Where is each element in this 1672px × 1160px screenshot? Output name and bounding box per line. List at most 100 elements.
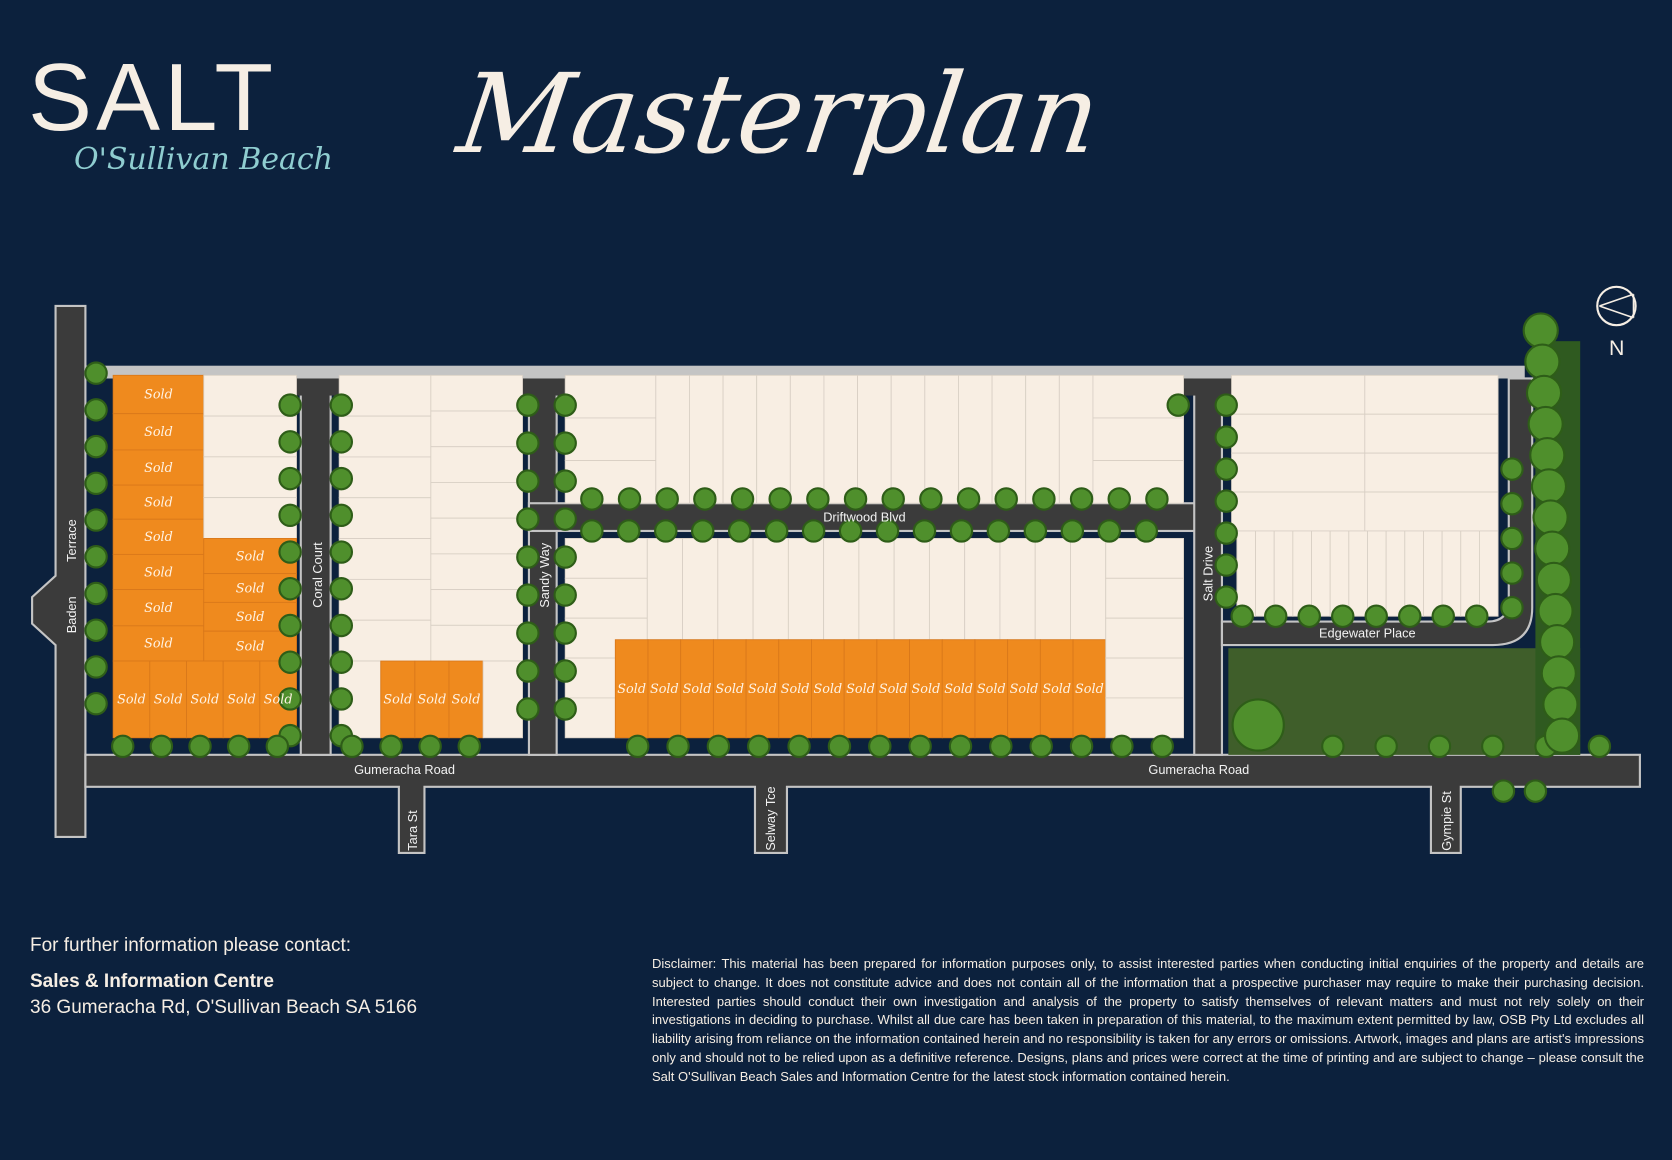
lot-sold[interactable] (112, 484, 205, 520)
lot-sold[interactable] (1039, 639, 1074, 739)
lot-sold[interactable] (680, 639, 714, 739)
lot-available[interactable] (893, 537, 930, 641)
lot-available[interactable] (924, 374, 959, 504)
lot-available[interactable] (564, 537, 648, 579)
lot-available[interactable] (787, 537, 825, 641)
lot-available[interactable] (958, 374, 993, 504)
lot-available[interactable] (1231, 452, 1366, 493)
lot-sold[interactable] (112, 374, 205, 415)
lot-available[interactable] (430, 482, 523, 519)
lot-sold[interactable] (112, 518, 205, 555)
lot-available[interactable] (338, 497, 432, 539)
lot-sold[interactable] (974, 639, 1009, 739)
lot-available[interactable] (1364, 491, 1499, 532)
lot-available[interactable] (338, 578, 432, 621)
lot-available[interactable] (682, 537, 719, 641)
lot-available[interactable] (564, 577, 648, 619)
lot-sold[interactable] (414, 660, 450, 739)
lot-sold[interactable] (712, 639, 747, 739)
lot-available[interactable] (1231, 374, 1366, 415)
lot-available[interactable] (1105, 537, 1184, 579)
lot-available[interactable] (430, 517, 523, 555)
lot-available[interactable] (928, 537, 966, 641)
lot-available[interactable] (857, 374, 892, 504)
lot-available[interactable] (1034, 537, 1071, 641)
lot-available[interactable] (752, 537, 789, 641)
lot-available[interactable] (1367, 530, 1387, 617)
lot-available[interactable] (1070, 537, 1107, 641)
lot-available[interactable] (858, 537, 895, 641)
lot-available[interactable] (430, 410, 523, 448)
lot-available[interactable] (689, 374, 724, 504)
lot-available[interactable] (1364, 374, 1499, 415)
lot-available[interactable] (756, 374, 791, 504)
lot-sold[interactable] (149, 660, 187, 739)
lot-available[interactable] (1105, 697, 1184, 739)
lot-available[interactable] (890, 374, 926, 504)
lot-available[interactable] (1231, 413, 1366, 454)
lot-available[interactable] (1364, 452, 1499, 493)
lot-available[interactable] (1385, 530, 1406, 617)
lot-available[interactable] (1423, 530, 1443, 617)
lot-available[interactable] (1441, 530, 1462, 617)
lot-available[interactable] (1236, 530, 1256, 617)
lot-available[interactable] (564, 417, 657, 462)
lot-available[interactable] (1364, 413, 1499, 454)
lot-available[interactable] (338, 415, 432, 458)
lot-sold[interactable] (941, 639, 976, 739)
lot-sold[interactable] (112, 625, 205, 662)
lot-available[interactable] (722, 374, 758, 504)
tree-icon (278, 466, 302, 491)
lot-available[interactable] (823, 537, 860, 641)
lot-sold[interactable] (843, 639, 878, 739)
lot-available[interactable] (823, 374, 858, 504)
lot-available[interactable] (430, 553, 523, 591)
lot-available[interactable] (991, 374, 1027, 504)
lot-available[interactable] (430, 446, 523, 483)
lot-sold[interactable] (1007, 639, 1041, 739)
lot-sold[interactable] (745, 639, 780, 739)
lot-sold[interactable] (112, 589, 205, 627)
lot-available[interactable] (1273, 530, 1294, 617)
lot-available[interactable] (1105, 577, 1184, 619)
lot-available[interactable] (646, 537, 683, 641)
lot-sold[interactable] (112, 553, 205, 591)
lot-available[interactable] (1404, 530, 1424, 617)
lot-sold[interactable] (203, 573, 297, 603)
lot-available[interactable] (1105, 657, 1184, 699)
lot-available[interactable] (1092, 417, 1185, 462)
lot-available[interactable] (338, 538, 432, 580)
lot-sold[interactable] (112, 449, 205, 486)
lot-available[interactable] (1292, 530, 1312, 617)
lot-available[interactable] (1479, 530, 1499, 617)
lot-available[interactable] (430, 374, 523, 412)
lot-available[interactable] (1092, 460, 1185, 504)
lot-available[interactable] (1231, 491, 1366, 532)
lot-available[interactable] (1025, 374, 1060, 504)
lot-available[interactable] (338, 374, 432, 417)
lot-available[interactable] (1311, 530, 1331, 617)
lot-available[interactable] (964, 537, 1001, 641)
lot-available[interactable] (564, 460, 657, 504)
lot-available[interactable] (430, 624, 523, 662)
lot-available[interactable] (717, 537, 754, 641)
lot-available[interactable] (564, 374, 657, 419)
lot-sold[interactable] (112, 660, 151, 739)
lot-available[interactable] (338, 456, 432, 499)
lot-available[interactable] (789, 374, 825, 504)
lot-available[interactable] (1460, 530, 1480, 617)
lot-available[interactable] (1255, 530, 1275, 617)
lot-sold[interactable] (614, 639, 649, 739)
lot-available[interactable] (1058, 374, 1094, 504)
lot-sold[interactable] (876, 639, 910, 739)
lot-sold[interactable] (1072, 639, 1107, 739)
lot-available[interactable] (430, 589, 523, 626)
lot-sold[interactable] (909, 639, 943, 739)
lot-available[interactable] (1348, 530, 1368, 617)
lot-available[interactable] (655, 374, 690, 504)
lot-sold[interactable] (112, 413, 205, 451)
lot-available[interactable] (1105, 617, 1184, 659)
lot-available[interactable] (482, 660, 523, 739)
lot-available[interactable] (999, 537, 1036, 641)
lot-available[interactable] (1329, 530, 1350, 617)
